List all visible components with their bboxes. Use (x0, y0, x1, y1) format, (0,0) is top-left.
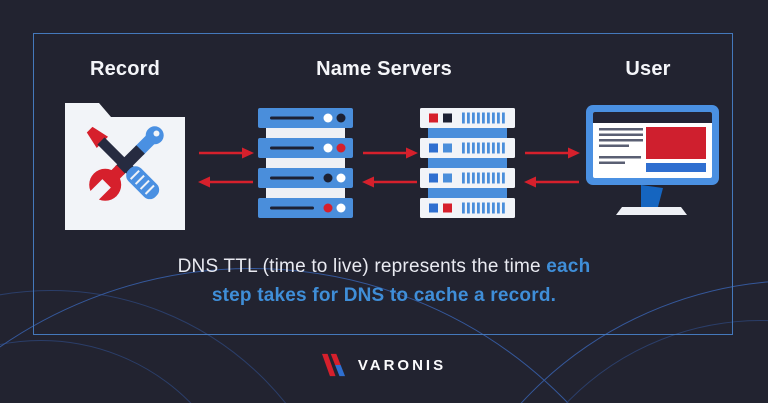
server-stack-white-icon (420, 108, 515, 227)
arrow-right-icon (363, 147, 418, 159)
varonis-logo-icon (321, 353, 345, 377)
desktop-monitor-icon (586, 105, 719, 223)
user-header: User (625, 58, 671, 80)
arrow-left-icon (198, 176, 253, 188)
diagram-panel (33, 33, 733, 335)
arrow-left-icon (524, 176, 579, 188)
folder-with-tools-icon (65, 103, 185, 235)
arrow-right-icon (525, 147, 580, 159)
arrow-left-icon (362, 176, 417, 188)
record-header: Record (89, 58, 161, 80)
caption-text-highlight: step takes for DNS to cache a record. (211, 285, 557, 306)
wrench-icon (88, 126, 164, 202)
caption-text-highlight: each (546, 256, 591, 277)
arrow-right-icon (199, 147, 254, 159)
name-servers-header: Name Servers (316, 58, 452, 80)
caption-line-2: step takes for DNS to cache a record. (0, 281, 768, 310)
brand-footer: VARONIS (0, 350, 768, 380)
brand-wordmark: VARONIS (357, 356, 447, 374)
caption-text-normal: DNS TTL (time to live) represents the ti… (177, 256, 547, 277)
server-stack-blue-icon (258, 108, 353, 227)
caption-line-1: DNS TTL (time to live) represents the ti… (0, 252, 768, 281)
caption: DNS TTL (time to live) represents the ti… (0, 252, 768, 310)
